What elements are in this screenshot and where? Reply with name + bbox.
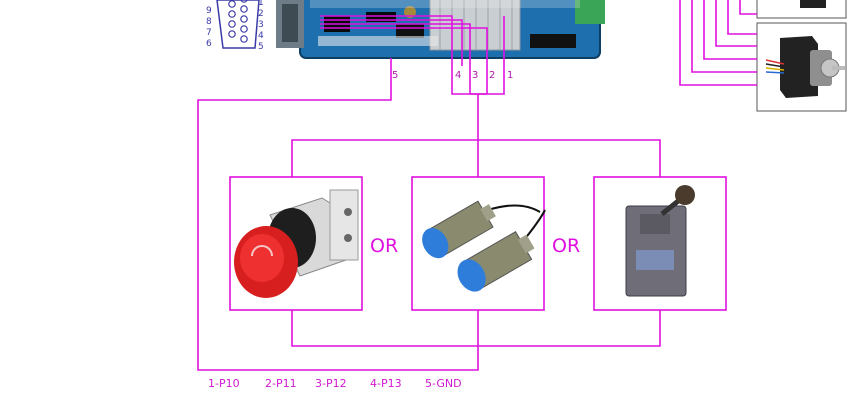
db9-pin-label: 7 bbox=[206, 28, 212, 38]
emergency-stop-button-icon bbox=[234, 189, 359, 298]
db9-pin-label: 6 bbox=[206, 39, 212, 49]
terminal-label: 2 bbox=[489, 70, 495, 81]
proximity-sensor-icon bbox=[422, 200, 546, 292]
controller-board-icon bbox=[276, 0, 605, 59]
db9-pin-label: 5 bbox=[258, 42, 264, 52]
db9-pin-label: 4 bbox=[258, 31, 264, 41]
motor-wires bbox=[679, 0, 757, 86]
pin-legend-item: 4-P13 bbox=[370, 377, 402, 390]
pin-legend-item: 5-GND bbox=[425, 377, 462, 390]
terminal-wires bbox=[197, 15, 661, 371]
db9-pin-label: 3 bbox=[258, 20, 264, 30]
or-label: OR bbox=[370, 235, 398, 257]
db9-pin-label: 2 bbox=[258, 9, 264, 19]
terminal-label: 3 bbox=[472, 70, 478, 81]
db9-pin-label: 9 bbox=[206, 6, 212, 16]
limit-switch-icon bbox=[625, 185, 695, 297]
stepper-motor-icon bbox=[756, 0, 847, 112]
terminal-label: 5 bbox=[392, 70, 398, 81]
db9-pin-label: 8 bbox=[206, 17, 212, 27]
pin-legend-item: 2-P11 bbox=[265, 377, 297, 390]
db9-pin-label: 1 bbox=[258, 0, 264, 8]
db9-connector: 9 8 7 6 1 2 3 4 5 bbox=[206, 0, 264, 52]
pin-legend-item: 1-P10 bbox=[208, 377, 240, 390]
terminal-label: 1 bbox=[507, 70, 513, 81]
or-label: OR bbox=[552, 235, 580, 257]
pin-legend-item: 3-P12 bbox=[315, 377, 347, 390]
terminal-label: 4 bbox=[455, 70, 461, 81]
